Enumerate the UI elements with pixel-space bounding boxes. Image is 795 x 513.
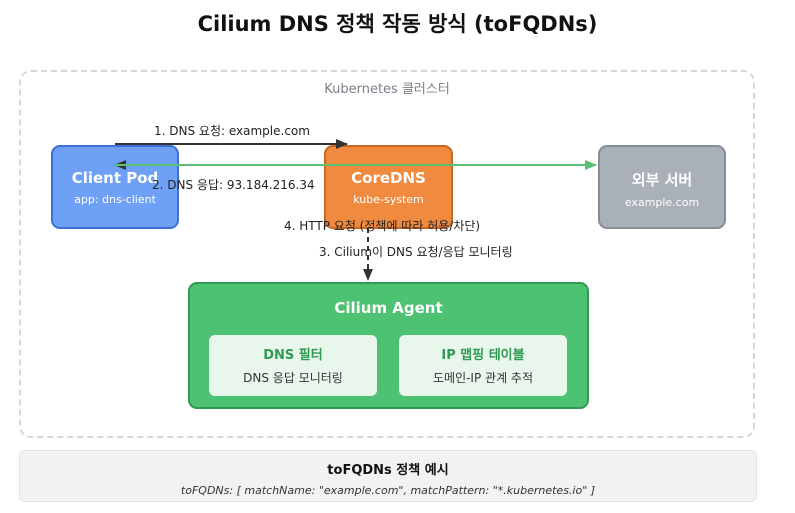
dns-response-label: 2. DNS 응답: 93.184.216.34 [152, 178, 315, 192]
external-server-node: 외부 서버 example.com [598, 145, 726, 229]
external-server-name: 외부 서버 [631, 171, 693, 189]
external-server-domain: example.com [624, 196, 700, 209]
coredns-node: CoreDNS kube-system [324, 145, 453, 229]
cilium-agent-name: Cilium Agent [334, 299, 443, 317]
dns-request-label: 1. DNS 요청: example.com [154, 124, 310, 138]
policy-example-box: toFQDNs 정책 예시 toFQDNs: [ matchName: "exa… [19, 450, 757, 502]
kubernetes-cluster-boundary [19, 70, 755, 438]
dns-filter-desc: DNS 응답 모니터링 [243, 371, 343, 385]
monitoring-label: 3. Cilium이 DNS 요청/응답 모니터링 [319, 245, 513, 259]
dns-filter-name: DNS 필터 [263, 348, 323, 363]
ip-mapping-desc: 도메인-IP 관계 추적 [432, 371, 533, 385]
http-request-label: 4. HTTP 요청 (정책에 따라 허용/차단) [284, 219, 481, 233]
coredns-namespace: kube-system [353, 193, 424, 206]
client-pod-name: Client Pod [71, 169, 159, 187]
cluster-label: Kubernetes 클러스터 [324, 82, 450, 97]
dns-filter-box: DNS 필터 DNS 응답 모니터링 [209, 335, 377, 396]
page-title: Cilium DNS 정책 작동 방식 (toFQDNs) [197, 12, 598, 36]
ip-mapping-name: IP 맵핑 테이블 [441, 348, 525, 363]
ip-mapping-box: IP 맵핑 테이블 도메인-IP 관계 추적 [399, 335, 567, 396]
client-pod-label: app: dns-client [74, 193, 156, 206]
client-pod-node: Client Pod app: dns-client [51, 145, 179, 229]
policy-example-code: toFQDNs: [ matchName: "example.com", mat… [180, 484, 596, 497]
coredns-name: CoreDNS [351, 169, 426, 187]
policy-example-title: toFQDNs 정책 예시 [327, 463, 449, 478]
